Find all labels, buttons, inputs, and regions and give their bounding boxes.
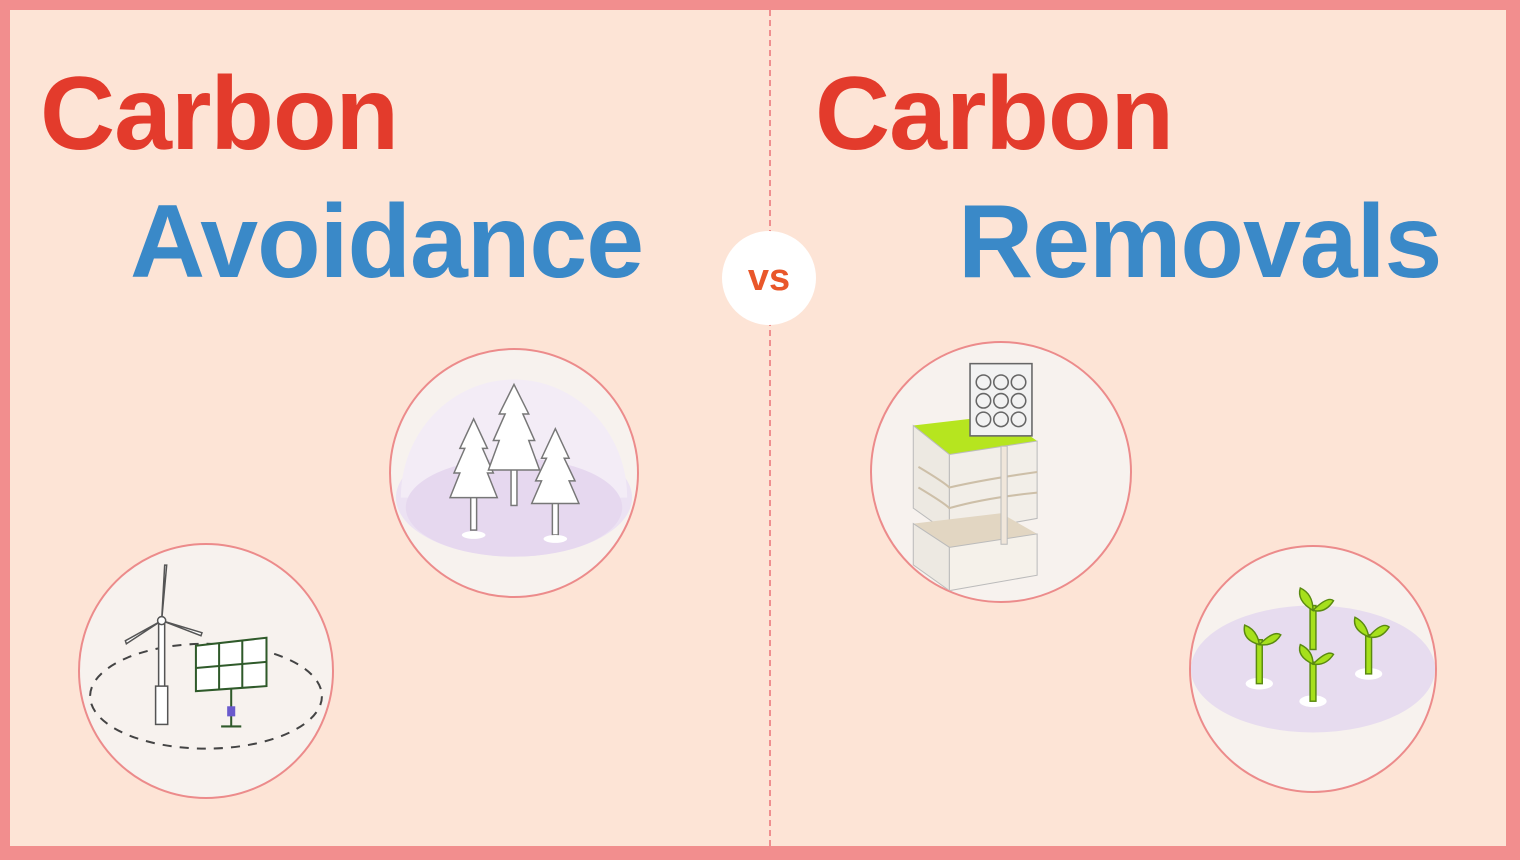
comparison-panel: Carbon Avoidance Carbon Removals vs (10, 10, 1506, 846)
left-title-line2: Avoidance (130, 184, 644, 300)
wind-turbine-solar-panel-icon (78, 543, 334, 799)
trees-dome-icon (389, 348, 639, 598)
right-title-line1: Carbon (815, 56, 1174, 172)
sprouting-plants-icon (1189, 545, 1437, 793)
left-title-line1: Carbon (40, 56, 399, 172)
vs-badge: vs (722, 231, 816, 325)
right-title-line2: Removals (958, 184, 1442, 300)
center-divider (769, 10, 771, 846)
underground-storage-icon (870, 341, 1132, 603)
